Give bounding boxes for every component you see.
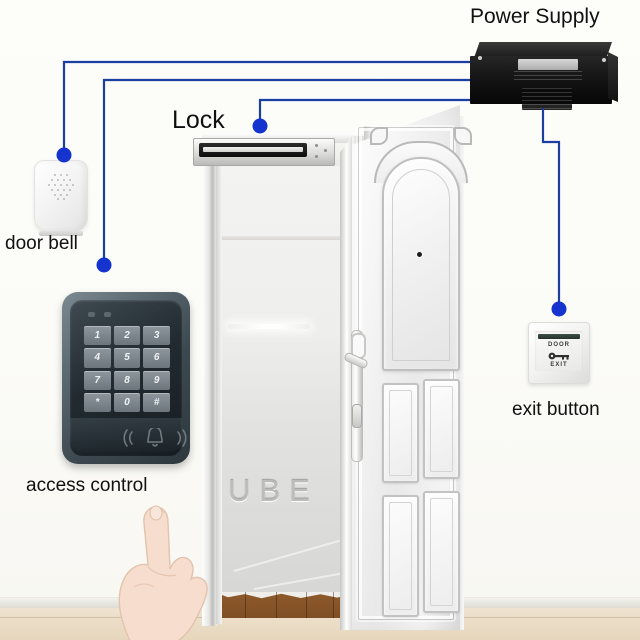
rfid-wave-icon (123, 428, 187, 447)
door-panel (423, 491, 460, 613)
exit-button-device[interactable]: DOOR EXIT (528, 322, 590, 384)
exit-button-switch[interactable]: DOOR EXIT (535, 331, 583, 371)
keypad-key-8[interactable]: 8 (113, 370, 141, 390)
door-frame-left-inner (216, 142, 222, 624)
door-crown-scroll-right (454, 127, 472, 145)
label-lock: Lock (172, 106, 225, 134)
ceiling-line (233, 539, 341, 572)
psu-printed-text (514, 71, 582, 83)
door-bell-device[interactable] (34, 160, 88, 236)
keypad-key-1[interactable]: 1 (84, 326, 111, 346)
pointing-hand (118, 505, 208, 640)
lock-screw (315, 144, 318, 147)
status-led (104, 312, 111, 317)
interior-wood-panel (214, 592, 354, 618)
wall-logo-text: UBE (228, 473, 319, 508)
access-control-device[interactable]: 1 2 3 4 5 6 7 8 9 * 0 # (62, 292, 190, 464)
keypad-key-hash[interactable]: # (143, 392, 170, 412)
door-arch-panel (382, 157, 460, 371)
door-handle-assembly[interactable] (343, 330, 369, 462)
door-crown-scroll-left (370, 127, 388, 145)
psu-top-face (474, 42, 612, 58)
door-bell-base (39, 231, 83, 236)
keypad-key-2[interactable]: 2 (113, 326, 141, 346)
exit-button-label-top: DOOR (548, 342, 570, 348)
magnetic-lock (193, 138, 335, 166)
door-panel (382, 383, 419, 483)
keypad-key-6[interactable]: 6 (143, 348, 170, 368)
keypad-key-7[interactable]: 7 (84, 370, 111, 390)
psu-front-face (470, 56, 612, 110)
power-supply-unit[interactable] (470, 42, 618, 110)
door-panel (382, 495, 419, 617)
speaker-grill-icon (48, 174, 74, 200)
label-power-supply: Power Supply (470, 5, 600, 28)
psu-vent-grille (522, 88, 572, 110)
door-peephole (417, 252, 422, 257)
interior-light (228, 324, 310, 329)
keypad-grid[interactable]: 1 2 3 4 5 6 7 8 9 * 0 # (84, 326, 170, 412)
psu-port (602, 58, 606, 62)
keypad-key-star[interactable]: * (84, 392, 111, 412)
exit-button-label-bottom: EXIT (550, 362, 568, 368)
keypad-key-9[interactable]: 9 (143, 370, 170, 390)
lock-screw (324, 149, 327, 152)
rfid-reader-zone[interactable] (70, 418, 182, 452)
key-icon (548, 352, 569, 360)
keypad-key-0[interactable]: 0 (113, 392, 141, 412)
keypad-key-5[interactable]: 5 (113, 348, 141, 368)
psu-port (478, 56, 482, 60)
psu-side-face (608, 52, 618, 102)
keypad-key-3[interactable]: 3 (143, 326, 170, 346)
lock-magnet-bar (199, 143, 307, 157)
handle-keyhole (352, 404, 362, 428)
exit-button-slot (538, 334, 580, 339)
door-panel (423, 379, 460, 479)
interior-shelf (214, 236, 354, 240)
status-led (88, 312, 95, 317)
keypad-key-4[interactable]: 4 (84, 348, 111, 368)
lock-screw (315, 155, 318, 158)
psu-terminal-label (518, 59, 578, 70)
label-exit-button: exit button (512, 399, 600, 420)
label-access-control: access control (26, 475, 148, 496)
door-leaf[interactable] (340, 105, 472, 630)
label-door-bell: door bell (5, 233, 78, 254)
ceiling-line (253, 571, 348, 590)
